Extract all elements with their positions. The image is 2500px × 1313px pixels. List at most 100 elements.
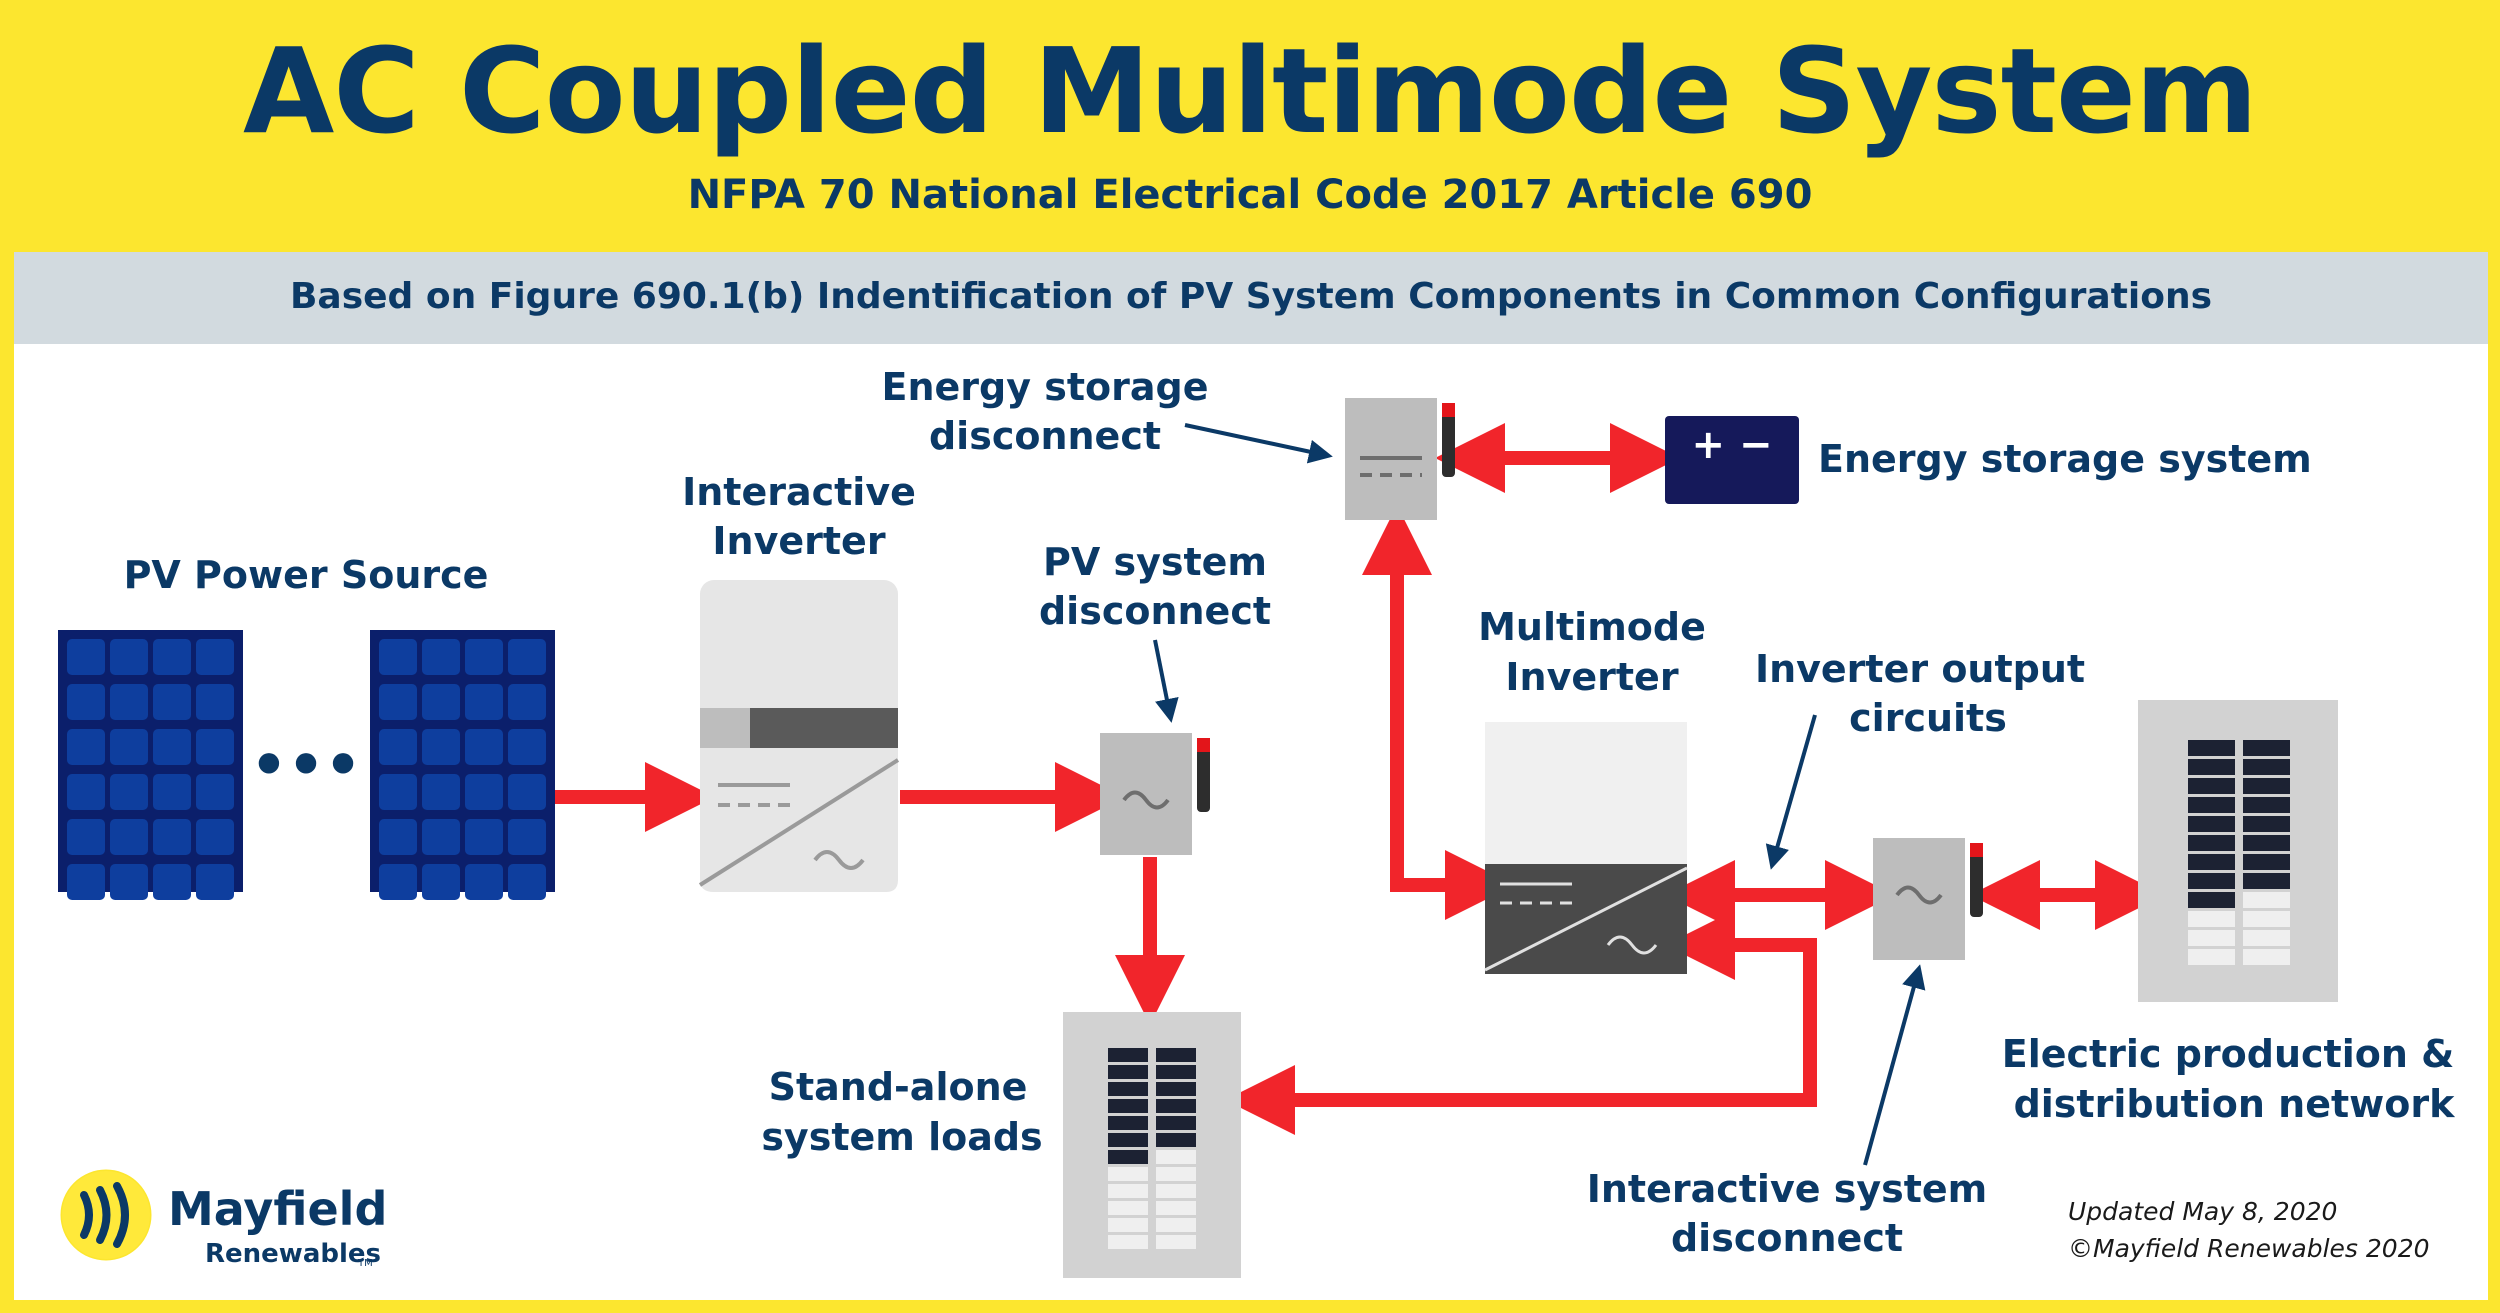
breaker-on bbox=[1108, 1082, 1148, 1096]
pv-cell bbox=[153, 774, 191, 810]
breaker-on bbox=[2243, 854, 2290, 870]
arrow-multimode-storage-disconnect bbox=[1362, 505, 1515, 920]
breaker-blank bbox=[2243, 892, 2290, 908]
breaker-on bbox=[1156, 1116, 1196, 1130]
pv-cell bbox=[196, 864, 234, 900]
battery-polarity: + − bbox=[1692, 422, 1773, 468]
pv-cell bbox=[465, 684, 503, 720]
pv-cell bbox=[465, 639, 503, 675]
breaker-blank bbox=[2243, 930, 2290, 946]
breaker-on bbox=[1156, 1048, 1196, 1062]
pv-cell bbox=[422, 774, 460, 810]
banner-strip bbox=[14, 252, 2488, 344]
breaker-blank bbox=[2188, 949, 2235, 965]
pv-cell bbox=[67, 864, 105, 900]
breaker-on bbox=[1108, 1099, 1148, 1113]
breaker-blank bbox=[2188, 911, 2235, 927]
label-interactive-inverter-line2: Inverter bbox=[712, 519, 885, 563]
label-pv-power-source: PV Power Source bbox=[124, 553, 489, 597]
breaker-on bbox=[1108, 1133, 1148, 1147]
pv-cell bbox=[508, 774, 546, 810]
pv-cell bbox=[508, 864, 546, 900]
pv-cell bbox=[465, 864, 503, 900]
logo-name: Mayfield bbox=[168, 1182, 387, 1236]
pv-cell bbox=[196, 684, 234, 720]
footer-updated: Updated May 8, 2020 bbox=[2068, 1197, 2337, 1226]
grid-distribution-panel bbox=[2138, 700, 2338, 1002]
label-multimode-inverter-line1: Multimode bbox=[1478, 605, 1706, 649]
label-standalone-loads-line2: system loads bbox=[761, 1115, 1042, 1159]
leader-arrows bbox=[1153, 423, 1926, 1166]
breaker-on bbox=[2243, 759, 2290, 775]
breaker-on bbox=[1108, 1116, 1148, 1130]
label-storage-disconnect-line2: disconnect bbox=[929, 414, 1161, 458]
pv-cell bbox=[67, 684, 105, 720]
pv-cell bbox=[153, 864, 191, 900]
pv-cell bbox=[110, 774, 148, 810]
logo-sub: Renewables bbox=[205, 1239, 381, 1269]
pv-cell bbox=[67, 774, 105, 810]
pv-cell bbox=[67, 729, 105, 765]
pv-cell bbox=[422, 819, 460, 855]
pv-cell bbox=[379, 684, 417, 720]
breaker-on bbox=[1108, 1048, 1148, 1062]
breaker-blank bbox=[2243, 949, 2290, 965]
logo-waves-icon bbox=[80, 1182, 129, 1248]
ellipsis-dots: ••• bbox=[250, 731, 361, 799]
pv-cell bbox=[508, 639, 546, 675]
interactive-inverter bbox=[698, 580, 900, 892]
pv-cell bbox=[196, 639, 234, 675]
page-title: AC Coupled Multimode System bbox=[242, 22, 2258, 160]
pv-cell bbox=[465, 819, 503, 855]
label-energy-storage-system: Energy storage system bbox=[1818, 437, 2312, 481]
breaker-on bbox=[1156, 1099, 1196, 1113]
pv-cell bbox=[508, 684, 546, 720]
pv-cell bbox=[465, 774, 503, 810]
pv-cell bbox=[379, 639, 417, 675]
breaker-on bbox=[2188, 740, 2235, 756]
breaker-on bbox=[2243, 835, 2290, 851]
pv-cell bbox=[110, 819, 148, 855]
label-storage-disconnect-line1: Energy storage bbox=[882, 365, 1209, 409]
pv-cell bbox=[196, 774, 234, 810]
label-inverter-output-line2: circuits bbox=[1849, 696, 2007, 740]
banner-text: Based on Figure 690.1(b) Indentification… bbox=[289, 276, 2213, 317]
pv-cell bbox=[508, 819, 546, 855]
breaker-blank bbox=[1108, 1167, 1148, 1181]
breaker-blank bbox=[1108, 1184, 1148, 1198]
label-inverter-output-line1: Inverter output bbox=[1755, 647, 2085, 691]
breaker-on bbox=[2243, 873, 2290, 889]
energy-storage-disconnect bbox=[1345, 398, 1455, 520]
breaker-on bbox=[1108, 1065, 1148, 1079]
breaker-blank bbox=[1108, 1235, 1148, 1249]
pv-cell bbox=[153, 729, 191, 765]
label-standalone-loads-line1: Stand-alone bbox=[769, 1065, 1028, 1109]
breaker-blank bbox=[1108, 1218, 1148, 1232]
label-interactive-disconnect-line2: disconnect bbox=[1671, 1216, 1903, 1260]
label-interactive-disconnect-line1: Interactive system bbox=[1587, 1167, 1988, 1211]
pv-cell bbox=[465, 729, 503, 765]
pv-cell bbox=[110, 639, 148, 675]
pv-cell bbox=[508, 729, 546, 765]
pv-cell bbox=[379, 729, 417, 765]
pv-module-right bbox=[370, 630, 555, 900]
label-multimode-inverter-line2: Inverter bbox=[1505, 655, 1678, 699]
breaker-on bbox=[2243, 797, 2290, 813]
breaker-on bbox=[2243, 778, 2290, 794]
pv-system-disconnect bbox=[1100, 733, 1210, 855]
pv-cell bbox=[153, 639, 191, 675]
breaker-blank bbox=[2188, 930, 2235, 946]
breaker-on bbox=[2188, 816, 2235, 832]
breaker-blank bbox=[2243, 911, 2290, 927]
logo-tm: TM bbox=[357, 1258, 373, 1269]
pv-cell bbox=[110, 729, 148, 765]
pv-cell bbox=[153, 684, 191, 720]
breaker-on bbox=[1156, 1082, 1196, 1096]
breaker-on bbox=[1156, 1133, 1196, 1147]
pv-cell bbox=[422, 729, 460, 765]
pv-cell bbox=[422, 684, 460, 720]
breaker-blank bbox=[1108, 1201, 1148, 1215]
pv-cell bbox=[153, 819, 191, 855]
label-pv-disconnect-line2: disconnect bbox=[1039, 589, 1271, 633]
pv-cell bbox=[196, 729, 234, 765]
